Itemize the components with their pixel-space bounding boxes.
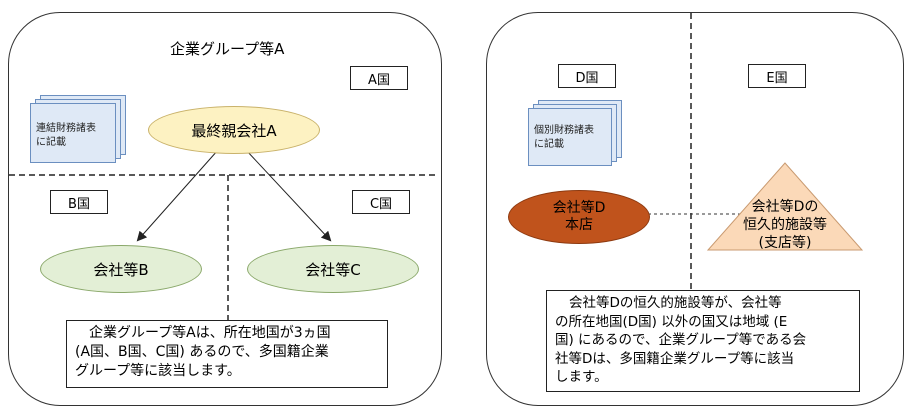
country-a-label: A国: [350, 66, 408, 90]
pe-line1: 会社等Dの: [751, 199, 819, 215]
company-c: 会社等C: [247, 245, 419, 293]
arrow-to-c: [245, 149, 332, 242]
company-d-hq: 会社等D 本店: [508, 190, 650, 244]
pe-label: 会社等Dの 恒久的施設等 (支店等): [730, 198, 840, 252]
consolidated-fs-doc-icon: 連結財務諸表 に記載: [30, 95, 130, 165]
group-a-note: 企業グループ等Aは、所在地国が3ヵ国 (A国、B国、C国) あるので、多国籍企業…: [66, 320, 388, 388]
note-d-line5: します。: [555, 369, 608, 385]
note-d-line4: 社等Dは、多国籍企業グループ等に該当: [555, 350, 795, 367]
doc-label-line2: に記載: [36, 137, 66, 148]
individual-fs-doc-icon: 個別財務諸表 に記載: [528, 100, 628, 170]
country-d-label: D国: [558, 64, 616, 88]
country-e-label: E国: [748, 64, 806, 88]
note-d-line3: 国) にあるので、企業グループ等である会: [555, 332, 807, 348]
note-d-line1: 会社等Dの恒久的施設等が、会社等: [569, 295, 782, 311]
arrow-to-b: [136, 149, 219, 242]
company-d-note: 会社等Dの恒久的施設等が、会社等 の所在地国(D国) 以外の国又は地域 (E 国…: [546, 290, 860, 392]
hq-line1: 会社等D: [552, 200, 606, 216]
company-b: 会社等B: [40, 245, 202, 293]
country-c-label: C国: [352, 190, 410, 214]
doc-label-line2: に記載: [534, 139, 564, 150]
note-a-line3: グループ等に該当します。: [75, 363, 241, 379]
note-a-line2: (A国、B国、C国) あるので、多国籍企業: [75, 344, 329, 360]
country-b-label: B国: [50, 190, 108, 214]
hq-line2: 本店: [565, 217, 593, 233]
ultimate-parent-a: 最終親会社A: [148, 106, 320, 154]
pe-line2: 恒久的施設等: [743, 217, 827, 233]
note-a-line1: 企業グループ等Aは、所在地国が3ヵ国: [89, 325, 331, 341]
pe-line3: (支店等): [758, 235, 812, 251]
doc-label-line1: 連結財務諸表: [36, 123, 96, 134]
doc-label-line1: 個別財務諸表: [534, 125, 594, 136]
pe-triangle: [706, 162, 864, 251]
note-d-line2: の所在地国(D国) 以外の国又は地域 (E: [555, 313, 788, 330]
group-a-title: 企業グループ等A: [170, 40, 285, 58]
